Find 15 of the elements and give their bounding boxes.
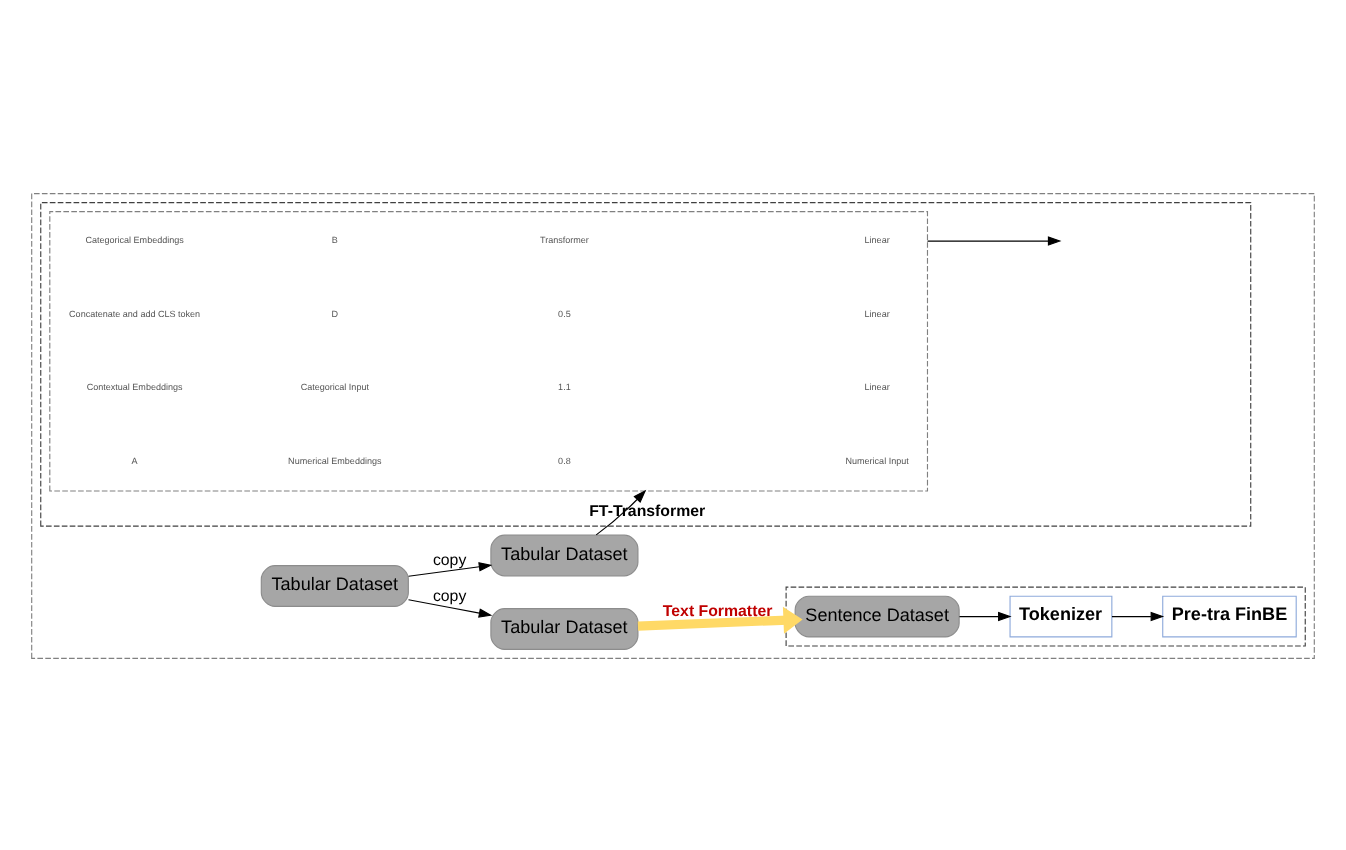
node-box: Tabular Dataset bbox=[260, 564, 409, 606]
node-box: Tabular Dataset bbox=[490, 533, 639, 576]
node-box: Sentence Dataset bbox=[794, 594, 960, 637]
arrow bbox=[1111, 610, 1165, 621]
node-box: Tokenizer bbox=[1009, 594, 1113, 637]
node-box: Tabular Dataset bbox=[490, 607, 639, 649]
arrow bbox=[958, 610, 1012, 621]
cluster bbox=[31, 192, 1315, 658]
arrow bbox=[407, 598, 493, 617]
node-box bbox=[49, 210, 929, 491]
cluster bbox=[785, 585, 1306, 646]
arrow bbox=[637, 605, 803, 633]
node-box: Pre-tra FinBE bbox=[1162, 594, 1297, 637]
arrow bbox=[926, 235, 1062, 245]
arrow bbox=[407, 561, 493, 576]
